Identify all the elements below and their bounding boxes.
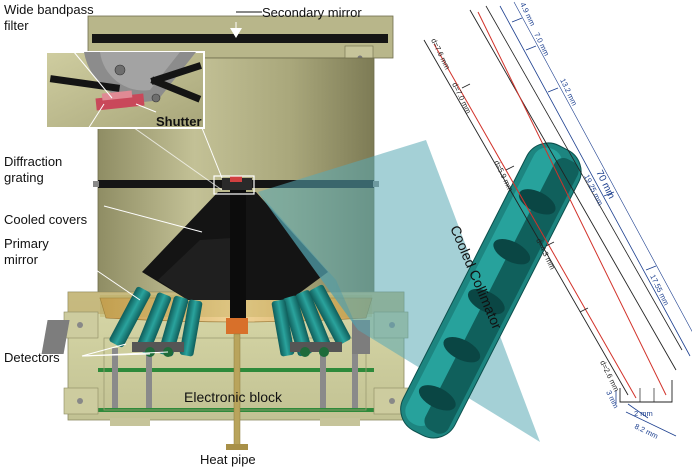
leader-lines	[63, 11, 262, 357]
label-shutter: Shutter	[156, 114, 202, 129]
central-tube	[230, 188, 246, 318]
label-electronic-block: Electronic block	[184, 389, 283, 405]
dim-4-9: 4.9 mm	[518, 1, 537, 27]
grating-housing	[222, 178, 252, 190]
detector-tubes-left	[109, 286, 203, 357]
dim-d-5-9: d=5.9 mm	[492, 159, 515, 193]
label-primary-mirror-line1: Primary	[4, 236, 49, 251]
ray-line-2	[477, 11, 667, 396]
label-diffraction-grating-line1: Diffraction	[4, 154, 62, 169]
dim-7-0: 7.0 mm	[532, 31, 551, 57]
collimator-dimension-drawing	[423, 1, 692, 437]
label-wide-bandpass-filter-line1: Wide bandpass	[4, 2, 94, 17]
label-cooled-covers: Cooled covers	[4, 212, 88, 227]
optical-assembly	[41, 176, 373, 450]
ray-line-1	[433, 43, 637, 399]
dim-17-55: 17.55 mm	[648, 273, 671, 307]
dim-d-7-6: d=7.6 mm	[429, 37, 452, 71]
label-detectors: Detectors	[4, 350, 60, 365]
label-wide-bandpass-filter-line2: filter	[4, 18, 29, 33]
label-heat-pipe: Heat pipe	[200, 452, 256, 467]
cooled-cover-right	[242, 192, 328, 300]
secondary-mirror-bar	[92, 34, 388, 43]
label-secondary-mirror: Secondary mirror	[262, 5, 362, 20]
collimator-callout	[258, 140, 582, 442]
dim-8-2: 8.2 mm	[633, 422, 659, 441]
label-diffraction-grating-line2: grating	[4, 170, 44, 185]
detector-tubes-right	[271, 284, 351, 357]
dim-2: 2 mm	[634, 409, 653, 418]
dim-d-7-0: d=7.0 mm	[450, 81, 473, 115]
inset-zoom	[45, 51, 255, 195]
dim-3: 3 mm	[604, 389, 620, 410]
label-primary-mirror-line2: mirror	[4, 252, 39, 267]
